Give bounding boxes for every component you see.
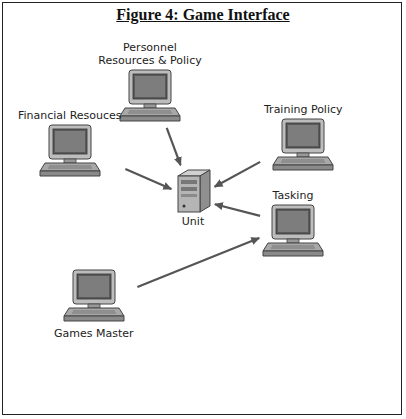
arrow-connector bbox=[125, 169, 171, 189]
figure-title: Figure 4: Game Interface bbox=[0, 6, 406, 24]
computer-node: Tasking bbox=[262, 188, 324, 261]
computer-icon bbox=[119, 68, 181, 126]
computer-icon bbox=[272, 117, 334, 175]
computer-icon bbox=[39, 123, 101, 181]
node-label: Financial Resouces bbox=[16, 108, 124, 123]
arrow-connector bbox=[167, 128, 181, 165]
unit-node: Unit bbox=[174, 168, 212, 229]
node-label: Personnel Resources & Policy bbox=[92, 40, 208, 68]
node-label: Training Policy bbox=[262, 102, 345, 117]
computer-icon bbox=[262, 203, 324, 261]
node-label: Tasking bbox=[271, 188, 316, 203]
computer-icon bbox=[63, 268, 125, 326]
computer-node: Training Policy bbox=[262, 102, 345, 175]
arrow-connector bbox=[215, 204, 260, 216]
node-label: Games Master bbox=[52, 326, 136, 341]
node-label: Unit bbox=[180, 214, 206, 229]
arrow-connector bbox=[137, 238, 259, 287]
computer-node: Games Master bbox=[52, 268, 136, 341]
arrow-connector bbox=[215, 162, 261, 187]
server-icon bbox=[174, 168, 212, 214]
computer-node: Financial Resouces bbox=[16, 108, 124, 181]
